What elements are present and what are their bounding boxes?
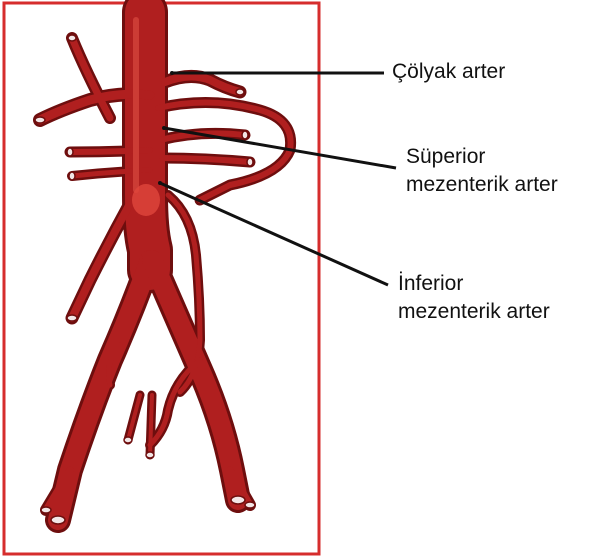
celiac-artery-label: Çölyak arter [392,58,505,86]
left-iliac-artery [58,260,150,520]
inferior-mesenteric-artery-label: İnferior mezenterik arter [398,270,550,326]
sma-label-line2: mezenterik arter [406,171,558,199]
ima-label-line1: İnferior [398,270,550,298]
celiac-label-line1: Çölyak arter [392,58,505,86]
ima-label-line2: mezenterik arter [398,298,550,326]
arterial-tree [35,12,291,524]
sma-label-line1: Süperior [406,143,558,171]
aorta [145,12,150,270]
superior-mesenteric-artery-label: Süperior mezenterik arter [406,143,558,199]
